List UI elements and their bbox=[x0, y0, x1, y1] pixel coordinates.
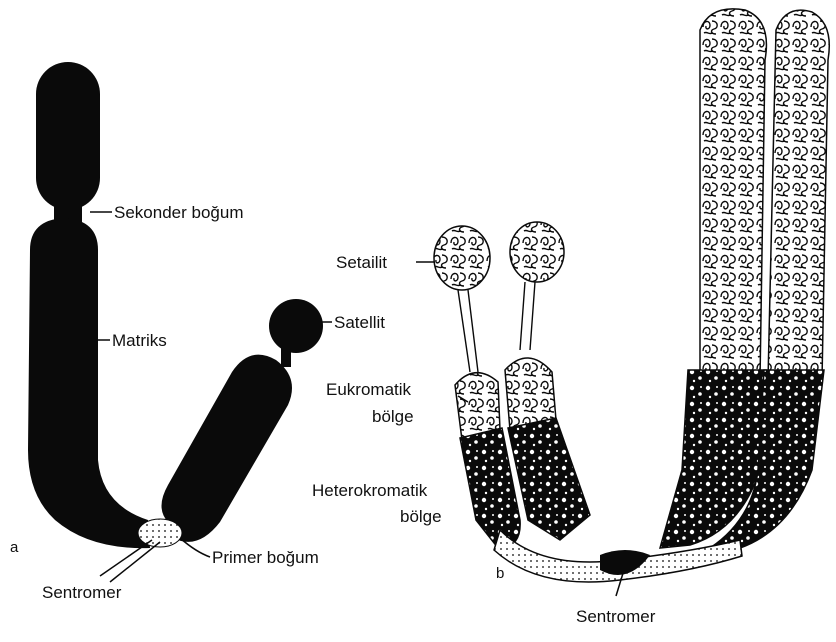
panel-a: Sekonder boğum Matriks Satellit Primer b… bbox=[10, 62, 385, 602]
label-secondary-constriction: Sekonder boğum bbox=[114, 203, 243, 222]
label-primary-constriction: Primer boğum bbox=[212, 548, 319, 567]
euchromatic-b-long-left bbox=[700, 9, 766, 380]
panel-b: Setailit Eukromatik bölge Heterokromatik… bbox=[312, 9, 829, 626]
panel-b-letter: b bbox=[496, 565, 504, 582]
label-centromere-b: Sentromer bbox=[576, 607, 656, 626]
label-matrix: Matriks bbox=[112, 331, 167, 350]
label-satellite-b: Setailit bbox=[336, 253, 387, 272]
satellite-b-right bbox=[510, 222, 564, 282]
heterochromatic-b-left bbox=[460, 428, 520, 548]
satellite-a bbox=[269, 299, 323, 353]
chromosome-a-short-arm bbox=[162, 355, 293, 542]
label-euchromatic-2: bölge bbox=[372, 407, 414, 426]
label-satellite-a: Satellit bbox=[334, 313, 385, 332]
euchromatic-b-long-right bbox=[768, 10, 829, 380]
label-heterochromatic-1: Heterokromatik bbox=[312, 481, 428, 500]
label-heterochromatic-2: bölge bbox=[400, 507, 442, 526]
label-euchromatic-1: Eukromatik bbox=[326, 380, 412, 399]
leader-centromere-a-2 bbox=[110, 542, 160, 582]
stalk-b-left bbox=[458, 290, 478, 372]
satellite-b-left bbox=[434, 226, 490, 290]
panel-a-letter: a bbox=[10, 539, 19, 556]
label-centromere-a: Sentromer bbox=[42, 583, 122, 602]
stalk-b-right bbox=[520, 282, 535, 350]
chromosome-a-long-arm bbox=[28, 218, 150, 548]
chromosome-a-upper-arm bbox=[36, 62, 100, 210]
